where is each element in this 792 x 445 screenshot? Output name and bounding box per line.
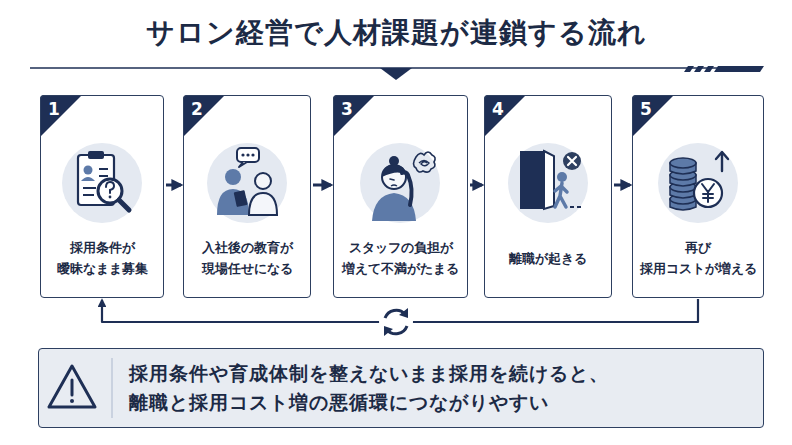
flow-arrow [470,184,482,187]
step-label: 離職が起きる [509,249,587,270]
title-rule [30,66,764,80]
card-text-area: スタッフの負担が 増えて不満がたまる [338,224,463,294]
step-number: 4 [492,99,504,119]
flow-arrow [614,184,630,187]
process-card: 2 入社後の教育が 現場任せになる [183,95,311,298]
step-number: 5 [640,99,652,119]
card-text-area: 採用条件が 曖昧なまま募集 [45,224,159,294]
process-card: 3 スタッフの負担が 増えて不満がたまる [333,95,468,298]
step-label: 採用条件が 曖昧なまま募集 [45,238,159,279]
diagram-title: サロン経営で人材課題が連鎖する流れ [0,14,792,52]
card-text-area: 入社後の教育が 現場任せになる [188,224,306,294]
step-number: 3 [341,99,353,119]
cost-icon [658,143,738,223]
warning-text: 採用条件や育成体制を整えないまま採用を続けると、 離職と採用コスト増の悪循環につ… [129,359,749,418]
panel-ground [38,348,764,428]
step-number: 2 [191,99,203,119]
training-icon [207,143,287,223]
recruit-icon [62,143,142,223]
step-label: スタッフの負担が 増えて不満がたまる [338,238,463,279]
number-corners [40,95,674,137]
card-text-area: 再び 採用コストが増える [637,224,759,294]
process-card: 4 離職が起きる [484,95,612,298]
stress-icon [360,143,440,223]
process-card: 1 採用条件が 曖昧なまま募集 [40,95,164,298]
card-text-area: 離職が起きる [489,224,607,294]
panel-divider [111,358,112,418]
rule-stripes [684,66,764,72]
flow-arrow [166,184,181,187]
rule-notch [380,68,412,80]
flow-arrow [313,184,331,187]
process-card: 5 再び 採用コストが増える [632,95,764,298]
cycle-icon [379,305,413,339]
step-label: 入社後の教育が 現場任せになる [188,238,306,279]
step-number: 1 [48,99,60,119]
warning-panel: 採用条件や育成体制を整えないまま採用を続けると、 離職と採用コスト増の悪循環につ… [38,348,764,428]
leave-icon [508,143,588,223]
warning-icon [49,366,95,407]
step-label: 再び 採用コストが増える [637,238,759,279]
